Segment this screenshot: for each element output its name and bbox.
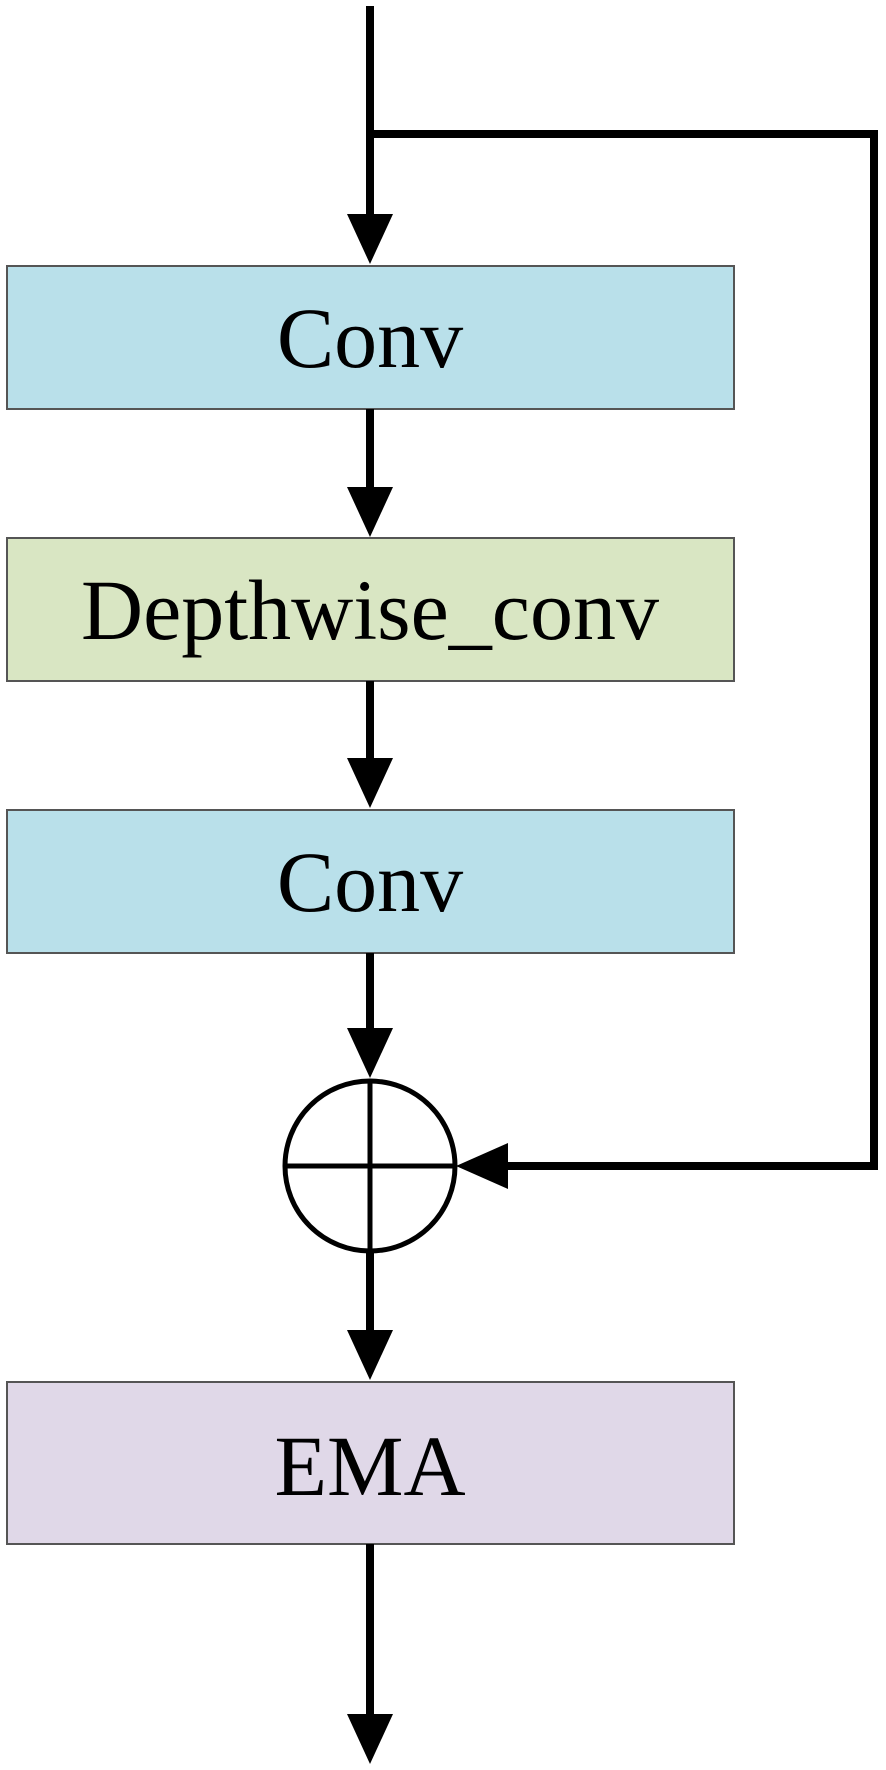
- conv-block-1: Conv: [6, 265, 735, 410]
- conv-block-2-label: Conv: [277, 834, 463, 930]
- arrow-conv2-to-add: [347, 953, 393, 1078]
- add-node-icon: [282, 1078, 458, 1254]
- ema-block-box: [6, 1381, 735, 1545]
- conv-block-1-label: Conv: [277, 290, 463, 386]
- arrow-add-to-ema: [347, 1251, 393, 1380]
- input-arrow: [347, 6, 393, 264]
- arrow-depthwise-to-conv2: [347, 681, 393, 808]
- arrow-conv1-to-depthwise: [347, 409, 393, 537]
- skip-connection: [370, 130, 878, 1189]
- depthwise-conv-block: Depthwise_conv: [6, 537, 735, 682]
- ema-block: EMA: [6, 1381, 735, 1545]
- depthwise-conv-block-label: Depthwise_conv: [81, 562, 659, 658]
- conv-block-2-box: [6, 809, 735, 954]
- output-arrow: [347, 1544, 393, 1764]
- ema-block-label: EMA: [274, 1418, 465, 1514]
- depthwise-conv-block-box: [6, 537, 735, 682]
- conv-block-2: Conv: [6, 809, 735, 954]
